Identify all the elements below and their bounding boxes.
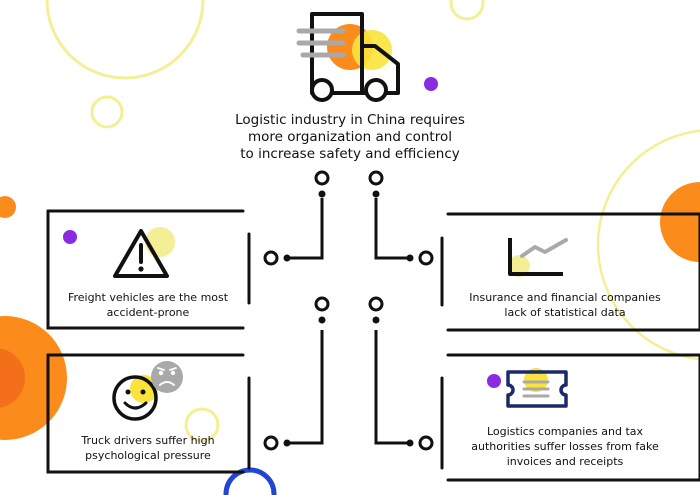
small-yellow-ring-bottom (184, 407, 220, 443)
insurance-box-text: Insurance and financial companies lack o… (469, 291, 661, 319)
line-chart-icon (508, 238, 568, 277)
small-yellow-ring-top (449, 0, 485, 21)
freight-box-text: Freight vehicles are the most accident-p… (67, 291, 229, 319)
small-yellow-ring-left (90, 95, 124, 129)
large-yellow-ring-right (596, 129, 700, 361)
connectors (287, 198, 410, 445)
yellow-ring-top-left (45, 0, 205, 80)
drivers-box-text: Truck drivers suffer high psychological … (81, 434, 215, 462)
orange-dot-left (0, 196, 16, 218)
connector-top-right (374, 198, 410, 260)
purple-dot-logistics (487, 374, 501, 388)
insurance-box-right-bottom (446, 212, 700, 332)
connector-top-left (287, 198, 324, 260)
logistics-box-text: Logistics companies and tax authorities … (471, 425, 659, 468)
logistics-box-right-bottom (446, 353, 700, 482)
sad-face-icon (151, 361, 183, 393)
freight-box-left-bottom (46, 209, 245, 330)
smiley-face-icon (112, 375, 158, 421)
warning-triangle-icon (113, 227, 175, 278)
box-frames (46, 209, 700, 482)
drivers-box-left-bottom (46, 353, 245, 474)
blue-ring-bottom (223, 467, 277, 495)
purple-dot-freight (63, 230, 77, 244)
receipt-icon (506, 368, 568, 408)
purple-dot-truck (424, 77, 438, 91)
connector-dots (283, 190, 414, 447)
connector-bottom-left (287, 330, 324, 445)
connector-bottom-right (374, 330, 410, 445)
orange-circle-right (660, 182, 700, 262)
connector-rings (263, 170, 434, 451)
truck-icon (296, 12, 400, 102)
headline-text: Logistic industry in China requires more… (235, 112, 465, 162)
orange-circle-bottom-left (0, 316, 67, 440)
orange-core-bottom-left (0, 348, 25, 408)
